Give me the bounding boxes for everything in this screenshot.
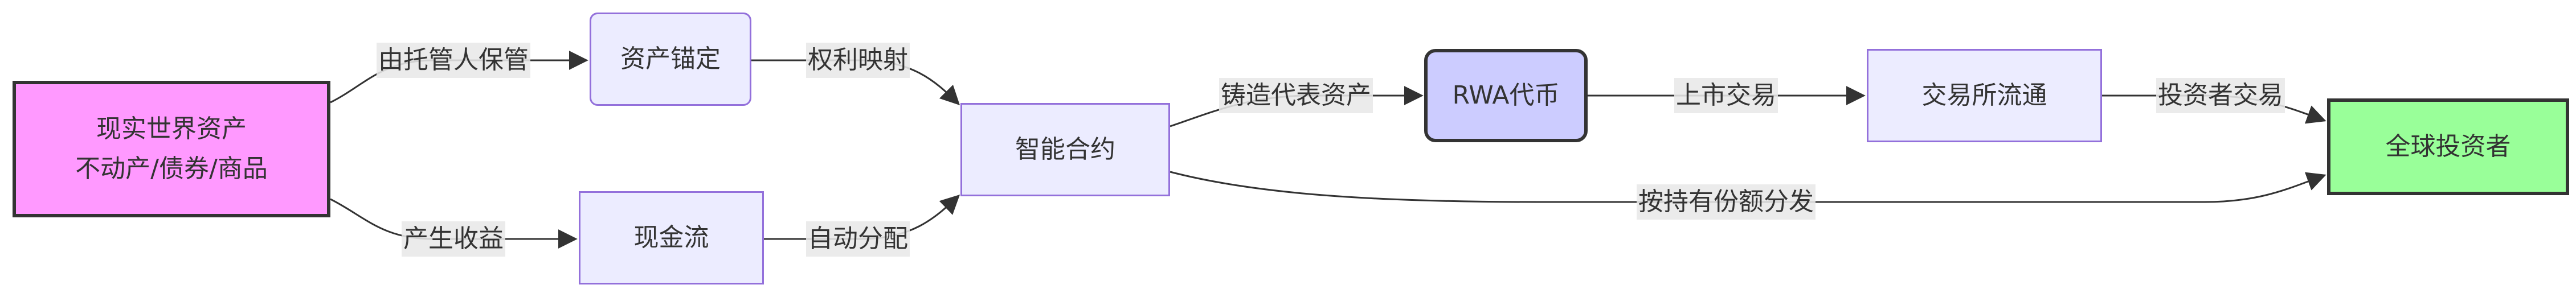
edge-label-listing: 上市交易 xyxy=(1674,78,1778,113)
smart-contract-label: 智能合约 xyxy=(1015,134,1115,164)
edge-distribution-by-share xyxy=(1170,171,2326,203)
edge-label-custody: 由托管人保管 xyxy=(377,43,530,78)
edge-label-auto-distribution: 自动分配 xyxy=(806,221,910,257)
global-investors-label: 全球投资者 xyxy=(2385,131,2511,161)
edge-label-investor-trading: 投资者交易 xyxy=(2156,78,2285,113)
rwa-token-label: RWA代币 xyxy=(1452,80,1560,110)
edge-label-mint: 铸造代表资产 xyxy=(1219,78,1373,113)
exchange-label: 交易所流通 xyxy=(1921,80,2047,110)
node-asset-anchor: 资产锚定 xyxy=(590,13,751,106)
node-real-world-asset: 现实世界资产 不动产/债券/商品 xyxy=(13,81,330,217)
edge-label-income: 产生收益 xyxy=(402,221,505,257)
edge-label-distribution-by-share: 按持有份额分发 xyxy=(1637,184,1816,220)
node-smart-contract: 智能合约 xyxy=(960,103,1170,196)
asset-anchor-label: 资产锚定 xyxy=(620,44,721,73)
real-asset-line2: 不动产/债券/商品 xyxy=(75,154,268,183)
node-global-investors: 全球投资者 xyxy=(2327,98,2569,195)
real-asset-line1: 现实世界资产 xyxy=(96,114,247,143)
edge-label-rights-mapping: 权利映射 xyxy=(806,43,910,78)
node-cash-flow: 现金流 xyxy=(579,191,764,284)
cash-flow-label: 现金流 xyxy=(633,222,709,252)
node-rwa-token: RWA代币 xyxy=(1424,49,1588,142)
node-exchange: 交易所流通 xyxy=(1867,49,2102,142)
